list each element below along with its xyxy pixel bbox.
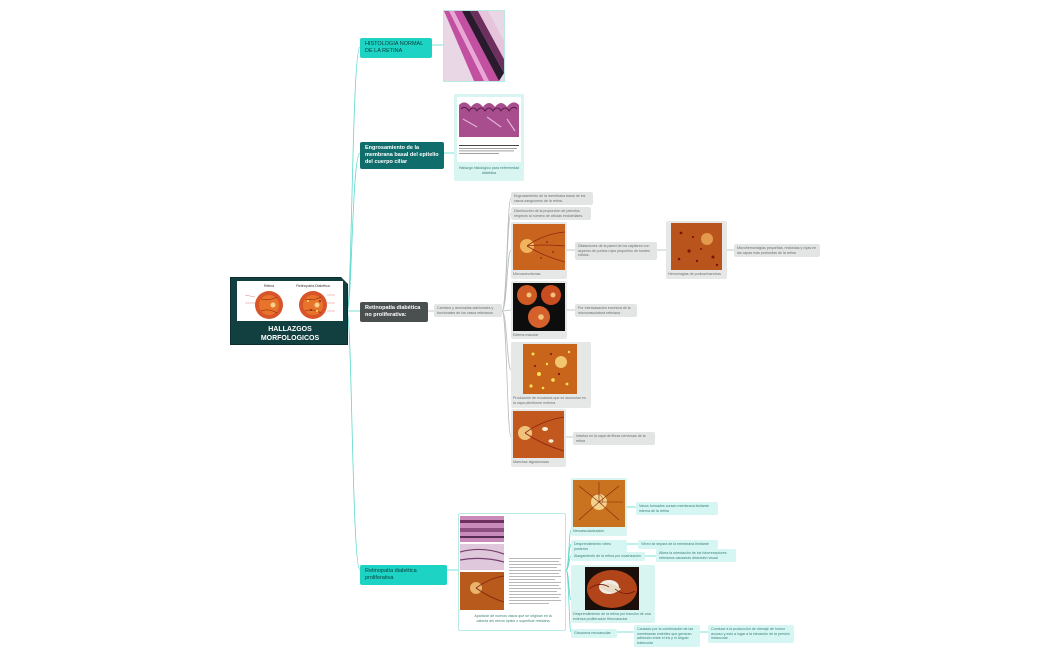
alargamiento-desc[interactable]: Altera la orientación de los fotorrecept… [656, 549, 736, 563]
np-disminucion[interactable]: Disminución de la proporción de pericito… [511, 207, 591, 221]
branch-proliferativa[interactable]: Retinopatía diabética proliferativa [360, 565, 447, 585]
neo-card[interactable]: Neovascularización [571, 478, 627, 536]
edema-desc[interactable]: Por extravasación excesiva de la microva… [575, 304, 637, 318]
desprendimiento-retina-card[interactable]: Desprendimiento de la retina por tracció… [571, 565, 655, 623]
glaucoma-desc2-text: Conduce a la producción de drenaje de hu… [711, 627, 790, 641]
root-image-label-normal: Retina [264, 284, 274, 288]
histologia-image[interactable] [443, 10, 505, 82]
hemorragias-desc-text: Microhemorragias pequeñas, redondas y ro… [737, 246, 817, 255]
desprendimiento-vitreo[interactable]: Desprendimiento vítreo posterior [571, 540, 627, 554]
desprendimiento-retina-image [585, 567, 639, 610]
root-image: Retina Retinopatía Diabética [237, 281, 343, 321]
exudados-caption: Producción de exudados que se acumulan e… [513, 396, 586, 405]
hemorragias-caption: Hemorragias de puntos/manchas [668, 272, 721, 276]
neo-desc-text: Vasos formados cursan membrana limitante… [639, 504, 710, 513]
hemorragias-card[interactable]: Hemorragias de puntos/manchas [666, 221, 727, 279]
desprendimiento-vitreo-text: Desprendimiento vítreo posterior [574, 542, 612, 551]
glaucoma-desc-text: Causado por la combinación de las membra… [637, 627, 694, 645]
link-histologia [346, 46, 361, 312]
manchas-card[interactable]: Manchas algodonosas [511, 409, 566, 467]
micro-desc[interactable]: Dilataciones de la pared de los capilare… [575, 242, 657, 260]
link-engrosamiento [346, 152, 361, 312]
root-title-line1: HALLAZGOS [268, 326, 312, 333]
alargamiento-desc-text: Altera la orientación de los fotorrecept… [659, 551, 727, 560]
branch-no-proliferativa[interactable]: Retinopatía diabética no proliferativa: [360, 302, 428, 322]
manchas-desc-text: Infartos en la capa de fibras nerviosas … [576, 434, 646, 443]
branch-engrosamiento-label: Engrosamiento de la membrana basal del e… [365, 145, 439, 165]
exudados-card[interactable]: Producción de exudados que se acumulan e… [511, 342, 591, 408]
no-proliferativa-desc[interactable]: Cambios y anomalías adicionales y funcio… [434, 304, 502, 318]
branch-histologia[interactable]: HISTOLOGIA NORMAL DE LA RETINA [360, 38, 432, 58]
glaucoma-desc[interactable]: Causado por la combinación de las membra… [634, 625, 700, 648]
desprendimiento-retina-caption: Desprendimiento de la retina por tracció… [573, 612, 651, 621]
root-title: HALLAZGOS MORFOLOGICOS [231, 325, 349, 343]
no-proliferativa-desc-text: Cambios y anomalías adicionales y funcio… [437, 306, 494, 315]
hemorragias-image [671, 223, 722, 270]
branch-engrosamiento[interactable]: Engrosamiento de la membrana basal del e… [360, 142, 444, 169]
edema-card[interactable]: Edema macular [511, 281, 567, 339]
root-node[interactable]: Retina Retinopatía Diabética HALLAZGOS M… [230, 277, 349, 345]
proliferativa-text-block [509, 556, 563, 610]
glaucoma[interactable]: Glaucoma neovascular [571, 629, 617, 638]
desprendimiento-vitreo-desc[interactable]: Vítreo se separa de la membrana limitant… [638, 540, 718, 549]
desprendimiento-vitreo-desc-text: Vítreo se separa de la membrana limitant… [641, 542, 709, 546]
proliferativa-caption: Aparición de nuevos vasos que se origina… [474, 614, 552, 623]
np-engrosamiento[interactable]: Engrosamiento de la membrana basal de lo… [511, 192, 593, 206]
alargamiento-text: Alargamiento de la retina por cicatrizac… [574, 554, 641, 558]
neo-caption: Neovascularización [573, 529, 605, 533]
edema-desc-text: Por extravasación excesiva de la microva… [578, 306, 631, 315]
branch-no-proliferativa-label: Retinopatía diabética no proliferativa: [365, 305, 421, 318]
manchas-desc[interactable]: Infartos en la capa de fibras nerviosas … [573, 432, 655, 446]
exudados-image [523, 344, 577, 394]
np-disminucion-text: Disminución de la proporción de pericito… [514, 209, 584, 218]
proliferativa-image [459, 516, 505, 610]
glaucoma-desc2[interactable]: Conduce a la producción de drenaje de hu… [708, 625, 794, 643]
root-image-label-diabetic: Retinopatía Diabética [296, 284, 330, 288]
neo-desc[interactable]: Vasos formados cursan membrana limitante… [636, 502, 718, 516]
micro-caption: Microaneurismas [513, 272, 541, 276]
glaucoma-text: Glaucoma neovascular [574, 631, 611, 635]
root-title-line2: MORFOLOGICOS [260, 335, 320, 342]
link-proliferativa [346, 310, 361, 571]
branch-histologia-label: HISTOLOGIA NORMAL DE LA RETINA [365, 41, 424, 54]
manchas-image [513, 411, 565, 458]
micro-image [513, 224, 566, 270]
engrosamiento-caption: Hallazgo histológico para enfermedad dia… [458, 166, 520, 175]
alargamiento[interactable]: Alargamiento de la retina por cicatrizac… [571, 552, 645, 561]
proliferativa-card[interactable]: Aparición de nuevos vasos que se origina… [458, 513, 566, 631]
edema-image [513, 283, 565, 331]
edema-caption: Edema macular [513, 333, 539, 337]
engrosamiento-card[interactable]: Hallazgo histológico para enfermedad dia… [454, 94, 524, 181]
micro-desc-text: Dilataciones de la pared de los capilare… [578, 244, 650, 258]
np-engrosamiento-text: Engrosamiento de la membrana basal de lo… [514, 194, 586, 203]
neo-image [573, 480, 625, 527]
hemorragias-desc[interactable]: Microhemorragias pequeñas, redondas y ro… [734, 244, 820, 258]
engrosamiento-image [457, 97, 521, 162]
branch-proliferativa-label: Retinopatía diabética proliferativa [365, 568, 417, 581]
corner-fold [341, 277, 349, 285]
manchas-caption: Manchas algodonosas [513, 460, 549, 464]
micro-card[interactable]: Microaneurismas [511, 222, 567, 279]
